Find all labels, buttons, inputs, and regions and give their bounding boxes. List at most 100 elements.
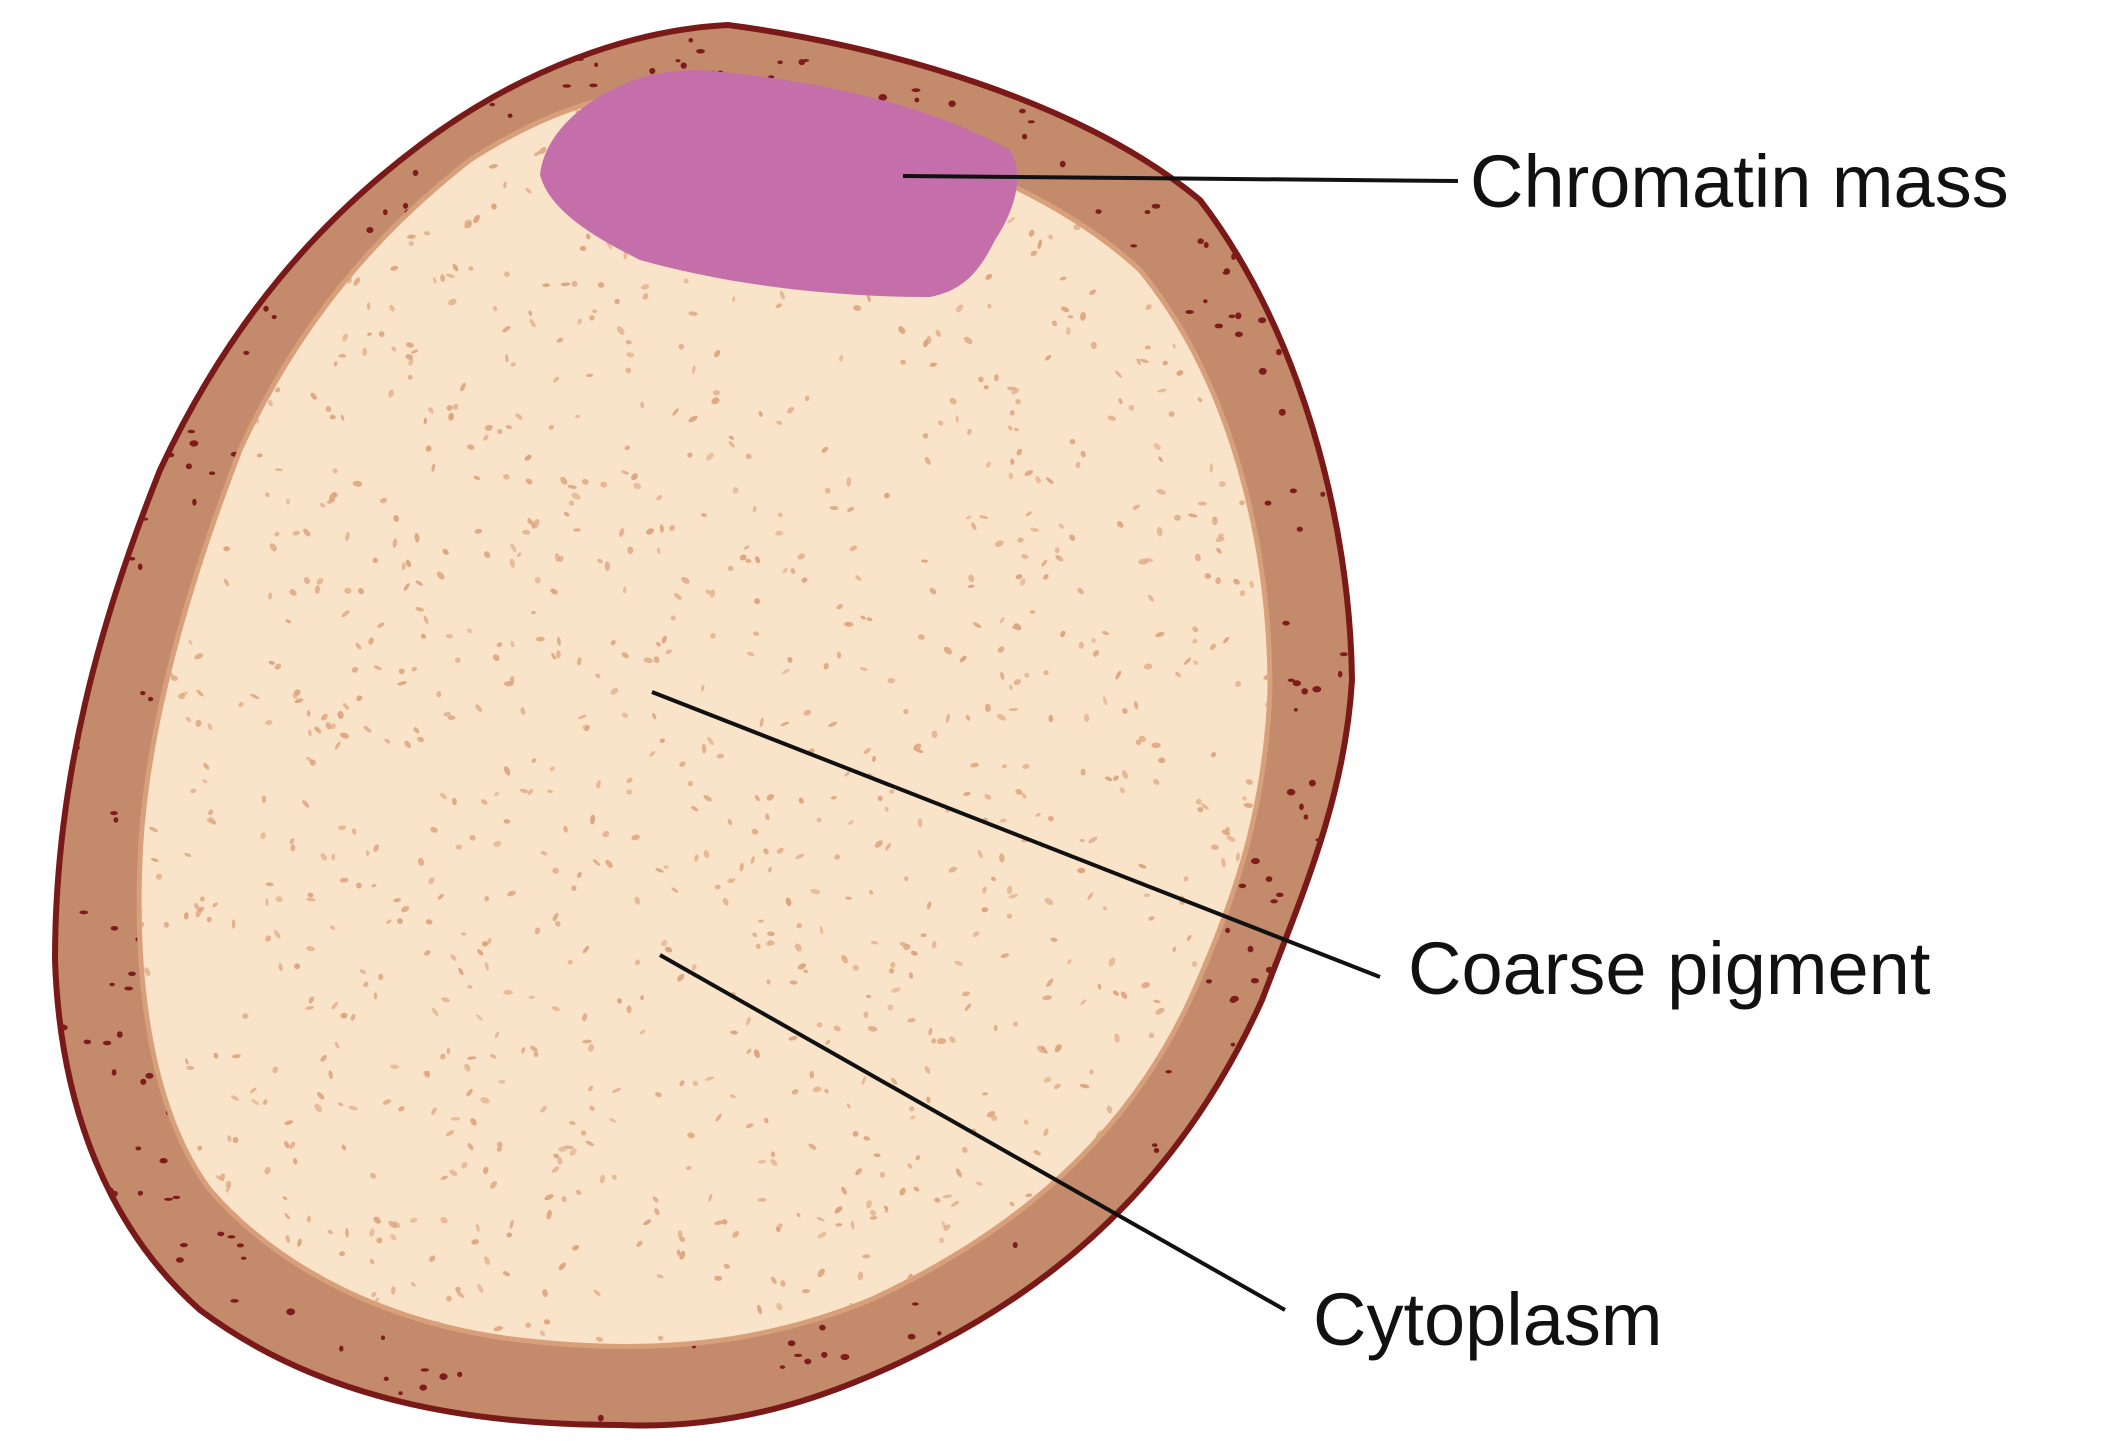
coarse-granule: [1197, 238, 1204, 244]
fine-granule: [997, 646, 1005, 653]
fine-granule: [440, 1053, 446, 1060]
fine-granule: [356, 695, 363, 702]
fine-granule: [672, 408, 679, 416]
fine-granule: [883, 1205, 889, 1211]
fine-granule: [1024, 672, 1030, 678]
fine-granule: [139, 352, 141, 356]
fine-granule: [626, 789, 633, 795]
fine-granule: [1006, 885, 1013, 895]
fine-granule: [1044, 897, 1054, 906]
fine-granule: [588, 1085, 594, 1092]
fine-granule: [812, 1086, 822, 1093]
fine-granule: [572, 1245, 580, 1251]
coarse-granule: [1308, 779, 1316, 787]
fine-granule: [260, 119, 268, 126]
fine-granule: [676, 1249, 681, 1256]
fine-granule: [954, 960, 963, 966]
fine-granule: [524, 454, 532, 461]
coarse-granule: [495, 1423, 502, 1426]
fine-granule: [967, 584, 975, 588]
fine-granule: [782, 668, 790, 675]
fine-granule: [300, 180, 305, 186]
fine-granule: [486, 937, 492, 945]
fine-granule: [991, 1114, 998, 1122]
fine-granule: [461, 1161, 468, 1169]
fine-granule: [1115, 670, 1122, 680]
fine-granule: [884, 806, 889, 812]
fine-granule: [206, 916, 212, 923]
fine-granule: [1232, 1264, 1238, 1270]
fine-granule: [284, 1213, 290, 1220]
fine-granule: [177, 390, 184, 397]
fine-granule: [403, 583, 410, 591]
fine-granule: [1204, 573, 1212, 579]
fine-granule: [207, 723, 213, 731]
coarse-granule: [192, 209, 197, 214]
coarse-granule: [1130, 28, 1139, 35]
fine-granule: [431, 463, 436, 472]
coarse-granule: [914, 97, 920, 103]
fine-granule: [1197, 806, 1204, 813]
fine-granule: [766, 793, 774, 801]
fine-granule: [398, 1106, 405, 1112]
coarse-granule: [111, 1069, 117, 1076]
fine-granule: [367, 332, 372, 336]
coarse-granule: [1151, 1312, 1158, 1318]
fine-granule: [1042, 995, 1052, 1001]
fine-granule: [280, 208, 287, 216]
coarse-granule: [43, 1408, 51, 1412]
coarse-granule: [546, 35, 553, 42]
fine-granule: [1221, 214, 1226, 221]
fine-granule: [1078, 641, 1084, 649]
fine-granule: [1221, 857, 1226, 868]
fine-granule: [1083, 713, 1090, 722]
fine-granule: [206, 818, 216, 825]
coarse-granule: [794, 1353, 803, 1357]
fine-granule: [183, 197, 190, 206]
fine-granule: [471, 1239, 479, 1245]
fine-granule: [571, 885, 577, 891]
coarse-granule: [439, 1373, 448, 1380]
fine-granule: [424, 950, 431, 956]
fine-granule: [445, 1130, 455, 1137]
fine-granule: [816, 1216, 825, 1222]
coarse-granule: [227, 1235, 236, 1239]
fine-granule: [579, 245, 587, 252]
coarse-granule: [1330, 974, 1336, 978]
fine-granule: [550, 588, 558, 595]
fine-granule: [427, 92, 436, 93]
fine-granule: [920, 933, 927, 938]
fine-granule: [1035, 812, 1041, 817]
fine-granule: [506, 1232, 512, 1238]
fine-granule: [1190, 1174, 1196, 1185]
fine-granule: [552, 912, 559, 922]
fine-granule: [732, 1231, 740, 1238]
fine-granule: [260, 832, 266, 840]
fine-granule: [510, 640, 515, 648]
fine-granule: [575, 414, 581, 419]
coarse-granule: [1223, 268, 1231, 275]
fine-granule: [1046, 477, 1054, 484]
fine-granule: [558, 1146, 568, 1152]
fine-granule: [1089, 1069, 1094, 1075]
coarse-granule: [92, 526, 99, 533]
fine-granule: [510, 362, 516, 367]
fine-granule: [1101, 631, 1110, 636]
fine-granule: [325, 722, 332, 730]
fine-granule: [456, 1290, 465, 1298]
coarse-granule: [240, 1256, 247, 1260]
fine-granule: [212, 902, 218, 908]
coarse-granule: [1230, 1042, 1236, 1047]
fine-granule: [605, 859, 613, 868]
coarse-granule: [303, 209, 309, 214]
fine-granule: [959, 655, 967, 663]
fine-granule: [869, 1216, 878, 1220]
fine-granule: [610, 639, 616, 646]
fine-granule: [1108, 957, 1116, 967]
fine-granule: [529, 318, 536, 328]
fine-granule: [394, 113, 399, 123]
coarse-granule: [1324, 1185, 1332, 1190]
fine-granule: [903, 708, 909, 715]
fine-granule: [1168, 112, 1174, 118]
fine-granule: [942, 1194, 953, 1199]
